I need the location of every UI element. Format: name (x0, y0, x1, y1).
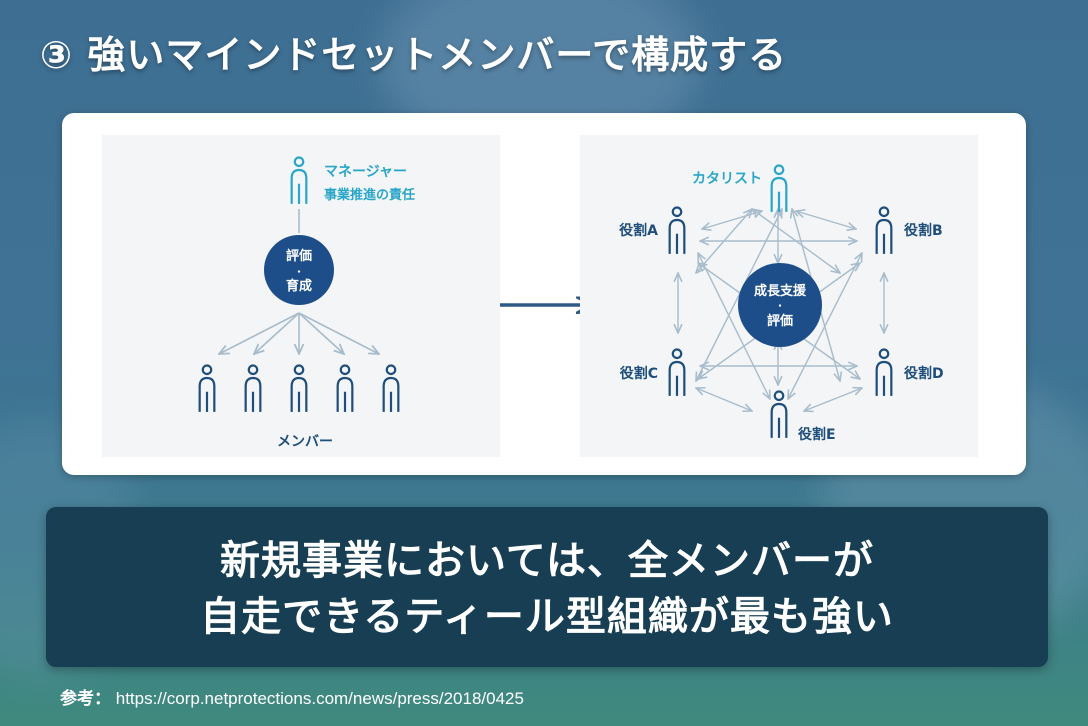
network-arrow (788, 253, 862, 399)
network-arrow (702, 211, 762, 229)
growth-support-circle-line1: 成長支援 (754, 283, 807, 299)
arrow-to-member (219, 312, 300, 354)
evaluation-circle-dot: ・ (294, 268, 303, 278)
network-arrow (698, 253, 770, 399)
downward-arrows (219, 312, 379, 354)
members-label: メンバー (277, 434, 333, 450)
network-arrows (678, 209, 884, 411)
catalyst-label: カタリスト (692, 171, 762, 187)
organization-diagram: マネージャー 事業推進の責任 評価 ・ 育成 メンバー (102, 135, 978, 457)
conclusion-line-1: 新規事業においては、全メンバーが (220, 538, 874, 584)
conclusion-line-2: 自走できるティール型組織が最も強い (200, 594, 894, 640)
growth-support-circle-dot: ・ (775, 302, 784, 312)
evaluation-circle (264, 235, 334, 305)
manager-label: マネージャー (324, 164, 407, 180)
hierarchy-diagram: マネージャー 事業推進の責任 評価 ・ 育成 メンバー (102, 135, 500, 457)
reference-url[interactable]: https://corp.netprotections.com/news/pre… (115, 689, 524, 708)
arrow-to-member (254, 312, 300, 354)
growth-support-circle-line2: 評価 (767, 313, 793, 329)
role-d-label: 役割D (904, 365, 944, 382)
role-b-label: 役割B (904, 222, 943, 239)
diagram-card: マネージャー 事業推進の責任 評価 ・ 育成 メンバー (62, 113, 1026, 475)
evaluation-circle-line1: 評価 (286, 248, 312, 264)
role-a-label: 役割A (619, 222, 658, 239)
arrow-to-member (298, 312, 344, 354)
growth-support-circle (738, 263, 822, 347)
conclusion-message-box: 新規事業においては、全メンバーが 自走できるティール型組織が最も強い (46, 507, 1048, 667)
network-arrow (796, 211, 856, 229)
arrow-to-member (298, 312, 379, 354)
reference-note: 参考： https://corp.netprotections.com/news… (60, 684, 524, 709)
page-title: ③ 強いマインドセットメンバーで構成する (40, 33, 788, 77)
network-arrow (696, 388, 752, 411)
network-arrow (804, 388, 862, 411)
role-e-label: 役割E (798, 426, 836, 443)
evaluation-circle-line2: 育成 (286, 278, 312, 294)
reference-label: 参考： (60, 689, 111, 709)
role-c-label: 役割C (620, 365, 658, 382)
manager-sublabel: 事業推進の責任 (324, 187, 415, 203)
teal-organization-diagram: 成長支援 ・ 評価 カタリスト 役割A 役割B 役割C 役割D 役割E (580, 135, 978, 457)
